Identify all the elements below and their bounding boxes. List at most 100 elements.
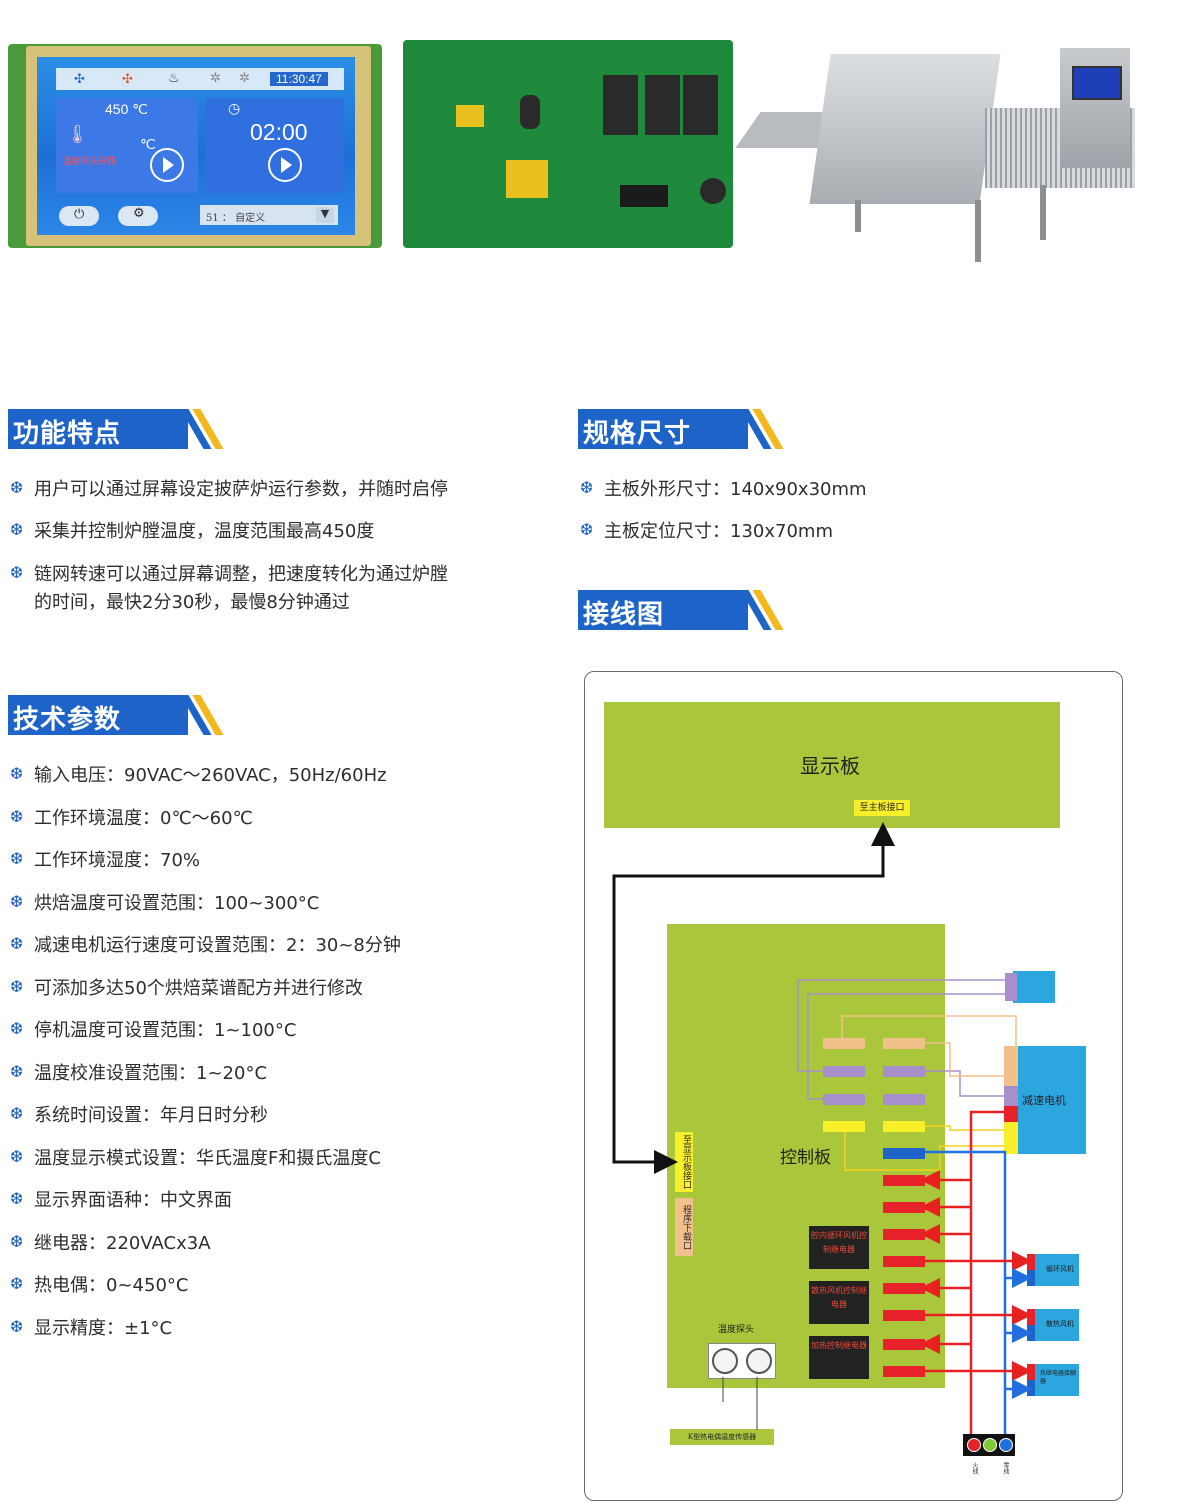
pad-purple [1005, 973, 1017, 1001]
snowflake-bullet-icon: ❆ [10, 563, 24, 582]
lcd-recipe-select[interactable] [200, 205, 338, 225]
capacitor-component [456, 105, 484, 127]
snowflake-bullet-icon: ❆ [10, 891, 24, 911]
lcd-timer-value: 02:00 [250, 119, 308, 145]
snowflake-bullet-icon: ❆ [10, 1019, 24, 1038]
pad-yellow [823, 1121, 865, 1132]
thermocouple-note: K型热电偶温度传感器 [670, 1429, 774, 1445]
heater-label: 热继电器接触器 [1040, 1370, 1077, 1385]
list-item: ❆热电偶：0~450°C [10, 1274, 189, 1296]
list-item: ❆系统时间设置：年月日时分秒 [10, 1104, 268, 1126]
motor-device [1013, 1046, 1086, 1154]
oven-leg [975, 200, 981, 262]
list-item: ❆ 采集并控制炉膛温度，温度范围最高450度 [10, 520, 375, 542]
thermometer-icon: 🌡 [66, 124, 89, 144]
power-icon: ⏻ [74, 207, 85, 222]
neutral-terminal-icon [999, 1438, 1013, 1452]
live-terminal-icon [967, 1438, 981, 1452]
list-item: ❆可添加多达50个烘焙菜谱配方并进行修改 [10, 976, 363, 999]
snowflake-bullet-icon: ❆ [10, 764, 24, 783]
pad-red [883, 1366, 925, 1377]
pad-yellow [1004, 1138, 1018, 1154]
pad-purple [883, 1094, 925, 1105]
lcd-status-text: 温度探头开路 [62, 157, 117, 167]
relay-circulation-fan: 腔内循环风机控制继电器 [809, 1226, 869, 1269]
section-header-tech: 技术参数 [8, 695, 224, 735]
chevron-down-icon[interactable]: ▼ [316, 207, 334, 223]
clock-icon: ◷ [228, 100, 241, 116]
list-item: ❆ 主板定位尺寸：130x70mm [580, 520, 833, 542]
play-icon[interactable] [268, 148, 302, 182]
control-board-label: 控制板 [780, 1148, 831, 1168]
cooling-fan-label: 散热风机 [1046, 1320, 1074, 1328]
buzzer-component [700, 178, 726, 204]
section-title: 技术参数 [13, 705, 122, 735]
connector-device [1013, 971, 1055, 1003]
screw-terminal-icon [746, 1348, 772, 1374]
pad-red [1004, 1106, 1018, 1122]
circulation-fan-device [1031, 1254, 1079, 1286]
list-item: ❆ 主板外形尺寸：140x90x30mm [580, 478, 867, 500]
fan-icon: ✣ [74, 71, 85, 86]
list-item: ❆继电器：220VACx3A [10, 1231, 211, 1254]
settings-button[interactable] [118, 206, 158, 226]
pad-orange [1004, 1066, 1018, 1086]
lcd-clock: 11:30:47 [270, 72, 328, 86]
flame-icon: ♨ [168, 70, 180, 85]
pad-red [883, 1229, 925, 1240]
section-header-specs: 规格尺寸 [578, 409, 793, 449]
snowflake-bullet-icon: ❆ [10, 1146, 24, 1166]
power-button[interactable] [59, 206, 99, 226]
snowflake-bullet-icon: ❆ [10, 934, 24, 953]
section-header-features: 功能特点 [8, 409, 224, 449]
motor-label: 减速电机 [1022, 1094, 1066, 1107]
display-board [604, 702, 1060, 828]
pad-purple [823, 1094, 865, 1105]
pad-red [883, 1283, 925, 1294]
pad-yellow [1004, 1122, 1018, 1138]
pad-red [883, 1310, 925, 1321]
fan-icon: ✣ [122, 71, 133, 86]
list-item: ❆显示精度：±1°C [10, 1316, 173, 1339]
pad-red [883, 1339, 925, 1350]
snowflake-bullet-icon: ❆ [10, 1316, 24, 1336]
pad-purple [823, 1066, 865, 1077]
relay-component [645, 75, 680, 135]
thermo-port-label: 温度探头 [718, 1325, 755, 1335]
heater-device [1031, 1364, 1079, 1396]
oven-leg [855, 200, 861, 232]
list-item: ❆温度显示模式设置：华氏温度F和摄氏温度C [10, 1146, 381, 1169]
list-item-continuation: 的时间，最快2分30秒，最慢8分钟通过 [34, 592, 350, 613]
snowflake-bullet-icon: ❆ [10, 1189, 24, 1208]
gear-icon: ✲ [239, 70, 250, 85]
relay-cooling-fan: 散热风机控制继电器 [809, 1281, 869, 1324]
snowflake-bullet-icon: ❆ [10, 478, 24, 497]
relay-component [603, 75, 638, 135]
gear-icon: ⚙ [133, 206, 145, 221]
pad-orange [823, 1038, 865, 1049]
pad-red [883, 1175, 925, 1186]
snowflake-bullet-icon: ❆ [10, 806, 24, 826]
pad-blue [883, 1148, 925, 1159]
neutral-label: 零线 [1002, 1462, 1009, 1474]
chip-component [620, 185, 668, 207]
relay-component [683, 75, 718, 135]
play-icon[interactable] [150, 148, 184, 182]
snowflake-bullet-icon: ❆ [10, 520, 24, 539]
relay-heater: 加热控制继电器 [809, 1336, 869, 1379]
snowflake-bullet-icon: ❆ [580, 520, 594, 539]
oven-leg [1040, 185, 1046, 240]
lcd-temp-unit: ℃ [140, 136, 156, 152]
live-label: 火线 [971, 1462, 978, 1474]
snowflake-bullet-icon: ❆ [10, 1274, 24, 1293]
pad-purple [1004, 1086, 1018, 1106]
pad-red [883, 1202, 925, 1213]
list-item: ❆显示界面语种：中文界面 [10, 1189, 232, 1211]
snowflake-bullet-icon: ❆ [10, 1104, 24, 1123]
list-item: ❆工作环境温度：0℃～60℃ [10, 806, 253, 829]
display-board-label: 显示板 [800, 754, 860, 778]
pad-orange [883, 1038, 925, 1049]
ground-terminal-icon [983, 1438, 997, 1452]
pad-red [883, 1256, 925, 1267]
